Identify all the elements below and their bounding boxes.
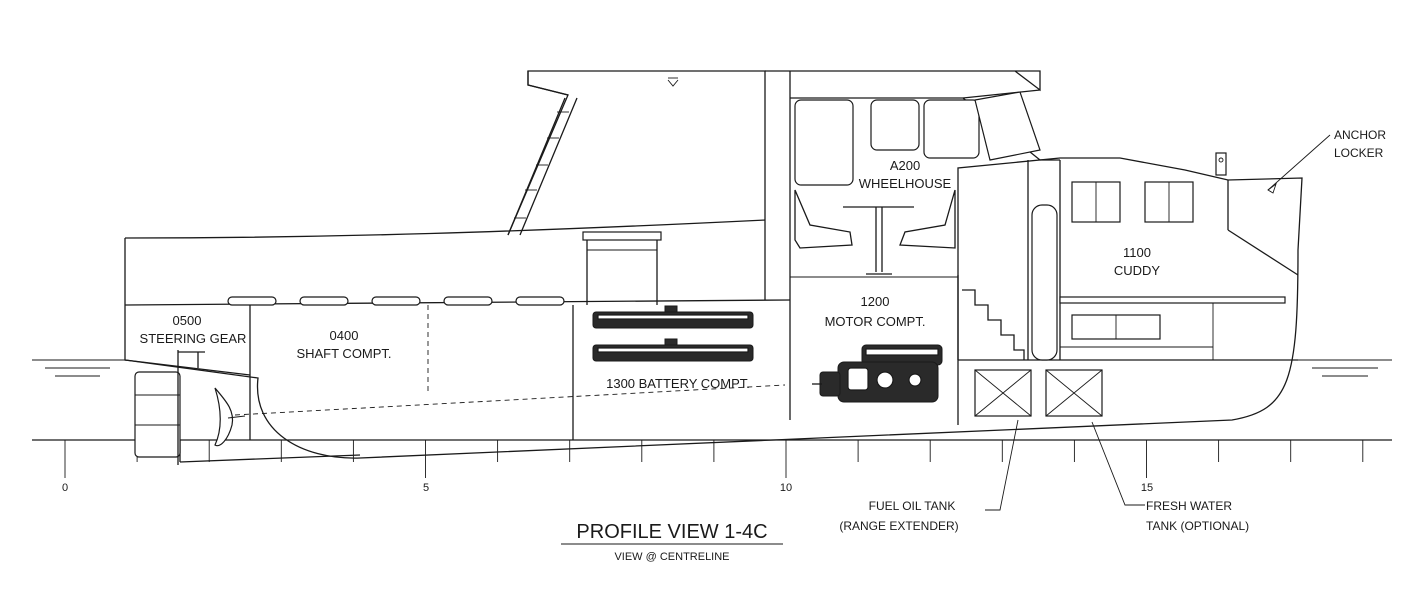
waterline-right: [1298, 359, 1392, 377]
scale-label-5: 5: [423, 482, 429, 494]
waterline-left: [32, 359, 125, 377]
scale-label-15: 15: [1141, 482, 1153, 494]
fuel-tank-callout-1: FUEL OIL TANK: [869, 499, 956, 513]
frame-scale: [32, 439, 1392, 478]
leader-lines: [985, 134, 1331, 511]
fresh-water-tank: [1045, 369, 1103, 417]
scale-label-0: 0: [62, 482, 68, 494]
anchor-locker-callout-1: ANCHOR: [1334, 128, 1386, 142]
fuel-oil-tank: [974, 369, 1032, 417]
shaft-compartment-label: SHAFT COMPT.: [296, 346, 391, 361]
cuddy-code: 1100: [1123, 245, 1151, 260]
fresh-water-callout-1: FRESH WATER: [1146, 499, 1232, 513]
drawing-title: PROFILE VIEW 1-4C: [576, 521, 767, 543]
battery-compartment-label: 1300 BATTERY COMPT.: [606, 376, 750, 391]
motor-compartment-code: 1200: [861, 294, 890, 309]
anchor-locker-callout-2: LOCKER: [1334, 146, 1384, 160]
cuddy-label: CUDDY: [1114, 263, 1161, 278]
bulkheads: [249, 238, 1298, 440]
wheelhouse-label: WHEELHOUSE: [859, 176, 952, 191]
scale-label-10: 10: [780, 482, 792, 494]
deck-bench: [582, 231, 662, 305]
companionway-stair: [962, 289, 1025, 360]
hull-outline: [124, 157, 1303, 463]
cuddy-structure: [1027, 152, 1299, 361]
motor-compartment-label: MOTOR COMPT.: [825, 314, 926, 329]
shaft-compartment-code: 0400: [330, 328, 359, 343]
propeller-shaft: [234, 384, 786, 416]
deck-hatches: [227, 296, 565, 306]
propeller: [214, 387, 246, 447]
electric-motor: [812, 344, 943, 403]
fresh-water-callout-2: TANK (OPTIONAL): [1146, 519, 1249, 533]
battery-pack-upper: [592, 305, 754, 329]
ladder: [507, 97, 578, 236]
wheelhouse-structure: [789, 71, 1060, 300]
steering-gear-code: 0500: [173, 313, 202, 328]
rudder: [134, 350, 205, 465]
fuel-tank-callout-2: (RANGE EXTENDER): [839, 519, 958, 533]
wheelhouse-code: A200: [890, 158, 920, 173]
steering-gear-label: STEERING GEAR: [140, 331, 247, 346]
battery-pack-lower: [592, 338, 754, 362]
drawing-subtitle: VIEW @ CENTRELINE: [614, 551, 729, 563]
